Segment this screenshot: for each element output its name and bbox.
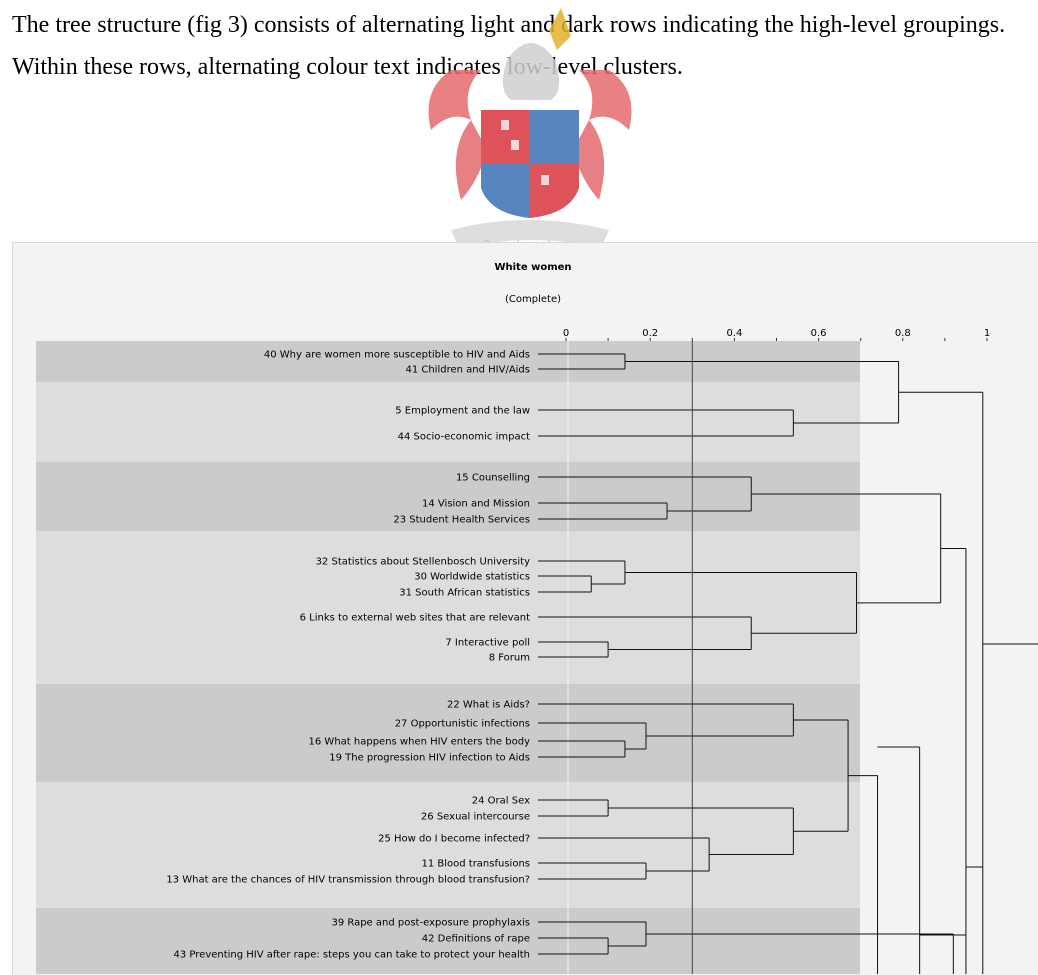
crest-mantling-right bbox=[579, 70, 632, 130]
leaf-label: 27 Opportunistic infections bbox=[395, 719, 530, 730]
x-tick-label: 0.2 bbox=[642, 328, 658, 339]
leaf-label: 43 Preventing HIV after rape: steps you … bbox=[174, 950, 530, 961]
leaf-label: 6 Links to external web sites that are r… bbox=[300, 613, 530, 624]
leaf-label: 16 What happens when HIV enters the body bbox=[309, 737, 531, 748]
leaf-label: 5 Employment and the law bbox=[395, 406, 530, 417]
chart-title: White women bbox=[494, 262, 571, 273]
leaf-label: 8 Forum bbox=[489, 653, 530, 664]
leaf-label: 11 Blood transfusions bbox=[421, 859, 530, 870]
x-tick-label: 0 bbox=[563, 328, 569, 339]
x-tick-label: 1 bbox=[984, 328, 990, 339]
group-band bbox=[36, 782, 860, 896]
shield-quarter-3 bbox=[481, 164, 530, 218]
leaf-label: 39 Rape and post-exposure prophylaxis bbox=[331, 918, 530, 929]
leaf-label: 14 Vision and Mission bbox=[422, 499, 530, 510]
dendrogram-links bbox=[538, 353, 1038, 974]
leaf-label: 19 The progression HIV infection to Aids bbox=[329, 753, 530, 764]
group-bands bbox=[36, 341, 860, 974]
motto-ribbon bbox=[451, 220, 609, 248]
x-tick-label: 0.4 bbox=[726, 328, 742, 339]
body-paragraph: The tree structure (fig 3) consists of a… bbox=[12, 12, 1006, 80]
leaf-label: 7 Interactive poll bbox=[445, 638, 530, 649]
x-tick-label: 0.8 bbox=[895, 328, 911, 339]
group-band bbox=[36, 908, 860, 974]
crest-mantling-left-lower bbox=[455, 120, 487, 200]
group-band bbox=[36, 462, 860, 531]
university-crest-watermark: Pectora roborant cultus recti bbox=[428, 8, 632, 248]
group-band bbox=[36, 684, 860, 782]
leaf-label: 44 Socio-economic impact bbox=[398, 432, 530, 443]
crest-feather bbox=[549, 8, 571, 50]
x-tick-label: 0.6 bbox=[811, 328, 827, 339]
leaf-labels: 40 Why are women more susceptible to HIV… bbox=[166, 350, 530, 961]
leaf-label: 13 What are the chances of HIV transmiss… bbox=[166, 875, 530, 886]
leaf-label: 22 What is Aids? bbox=[447, 700, 530, 711]
leaf-label: 30 Worldwide statistics bbox=[414, 572, 530, 583]
leaf-label: 31 South African statistics bbox=[399, 588, 530, 599]
shield-quarter-1 bbox=[481, 110, 530, 164]
crest-mantling-left bbox=[428, 70, 481, 130]
leaf-label: 40 Why are women more susceptible to HIV… bbox=[264, 350, 530, 361]
group-band bbox=[36, 395, 860, 449]
shield-quarter-2 bbox=[530, 110, 579, 164]
leaf-label: 41 Children and HIV/Aids bbox=[405, 365, 530, 376]
leaf-label: 23 Student Health Services bbox=[393, 515, 530, 526]
leaf-label: 15 Counselling bbox=[456, 473, 530, 484]
crest-helmet bbox=[502, 43, 560, 100]
leaf-label: 26 Sexual intercourse bbox=[421, 812, 530, 823]
leaf-label: 24 Oral Sex bbox=[472, 796, 530, 807]
crest-mantling-right-lower bbox=[573, 120, 605, 200]
leaf-label: 25 How do I become infected? bbox=[378, 834, 530, 845]
x-axis: 0 0.2 0.4 0.6 0.8 1 bbox=[563, 328, 990, 341]
leaf-label: 42 Definitions of rape bbox=[422, 934, 530, 945]
chart-subtitle: (Complete) bbox=[505, 294, 561, 305]
leaf-label: 32 Statistics about Stellenbosch Univers… bbox=[316, 557, 531, 568]
